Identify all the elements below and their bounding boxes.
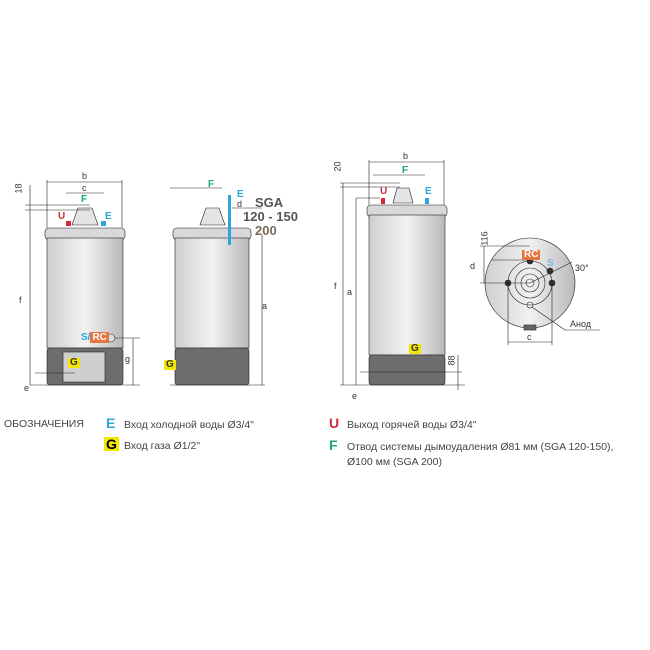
heater-side-view bbox=[170, 187, 265, 386]
dim-c: c bbox=[82, 183, 87, 193]
dim-b: b bbox=[82, 171, 88, 181]
dim-c: c bbox=[527, 332, 532, 342]
sga-line1: SGA bbox=[255, 195, 284, 210]
legend-code-g: G bbox=[104, 436, 119, 452]
dim-g: g bbox=[125, 354, 131, 364]
legend-text-g: Вход газа Ø1/2" bbox=[124, 440, 201, 452]
dim-88: 88 bbox=[446, 355, 457, 366]
code-u: U bbox=[58, 211, 66, 222]
dim-116: 116 bbox=[479, 231, 490, 246]
code-s-rc: S/RC bbox=[81, 332, 109, 343]
legend-code-e: E bbox=[106, 415, 116, 431]
legend-text-f: Отвод системы дымоудаления Ø81 мм (SGA 1… bbox=[347, 441, 614, 453]
code-g: G bbox=[68, 357, 80, 368]
legend-code-u: U bbox=[329, 415, 340, 431]
code-f: F bbox=[402, 165, 409, 176]
heater-top-view bbox=[480, 237, 600, 345]
dim-a: a bbox=[347, 287, 353, 297]
dim-f: f bbox=[334, 281, 337, 291]
code-s: S bbox=[547, 258, 554, 269]
legend-text-e: Вход холодной воды Ø3/4" bbox=[124, 419, 254, 431]
legend-text-f2: Ø100 мм (SGA 200) bbox=[347, 456, 442, 468]
dim-a: a bbox=[262, 301, 268, 311]
dim-e: e bbox=[24, 383, 30, 393]
heater-front-view bbox=[25, 180, 140, 386]
code-rc: RC bbox=[522, 249, 541, 260]
code-u: U bbox=[380, 186, 388, 197]
heater-tall-view bbox=[340, 160, 465, 390]
code-g: G bbox=[164, 359, 176, 370]
code-f: F bbox=[81, 194, 88, 205]
sga-line3: 200 bbox=[255, 223, 277, 238]
dim-b: b bbox=[403, 151, 409, 161]
legend-text-u: Выход горячей воды Ø3/4" bbox=[347, 419, 477, 431]
anode-label: Анод bbox=[570, 319, 592, 329]
sga-line2: 120 - 150 bbox=[243, 209, 298, 224]
legend-title: ОБОЗНАЧЕНИЯ bbox=[4, 418, 84, 430]
dim-20: 20 bbox=[332, 161, 343, 172]
dim-angle: 30° bbox=[575, 263, 589, 273]
code-e: E bbox=[105, 211, 112, 222]
code-g: G bbox=[409, 343, 421, 354]
code-f: F bbox=[208, 179, 215, 190]
dim-e: e bbox=[352, 391, 358, 401]
dim-d: d bbox=[237, 199, 243, 209]
dim-d: d bbox=[470, 261, 476, 271]
legend-code-f: F bbox=[329, 437, 338, 453]
code-e: E bbox=[237, 189, 244, 200]
code-e: E bbox=[425, 186, 432, 197]
dim-18: 18 bbox=[13, 183, 24, 194]
dim-f: f bbox=[19, 295, 22, 305]
